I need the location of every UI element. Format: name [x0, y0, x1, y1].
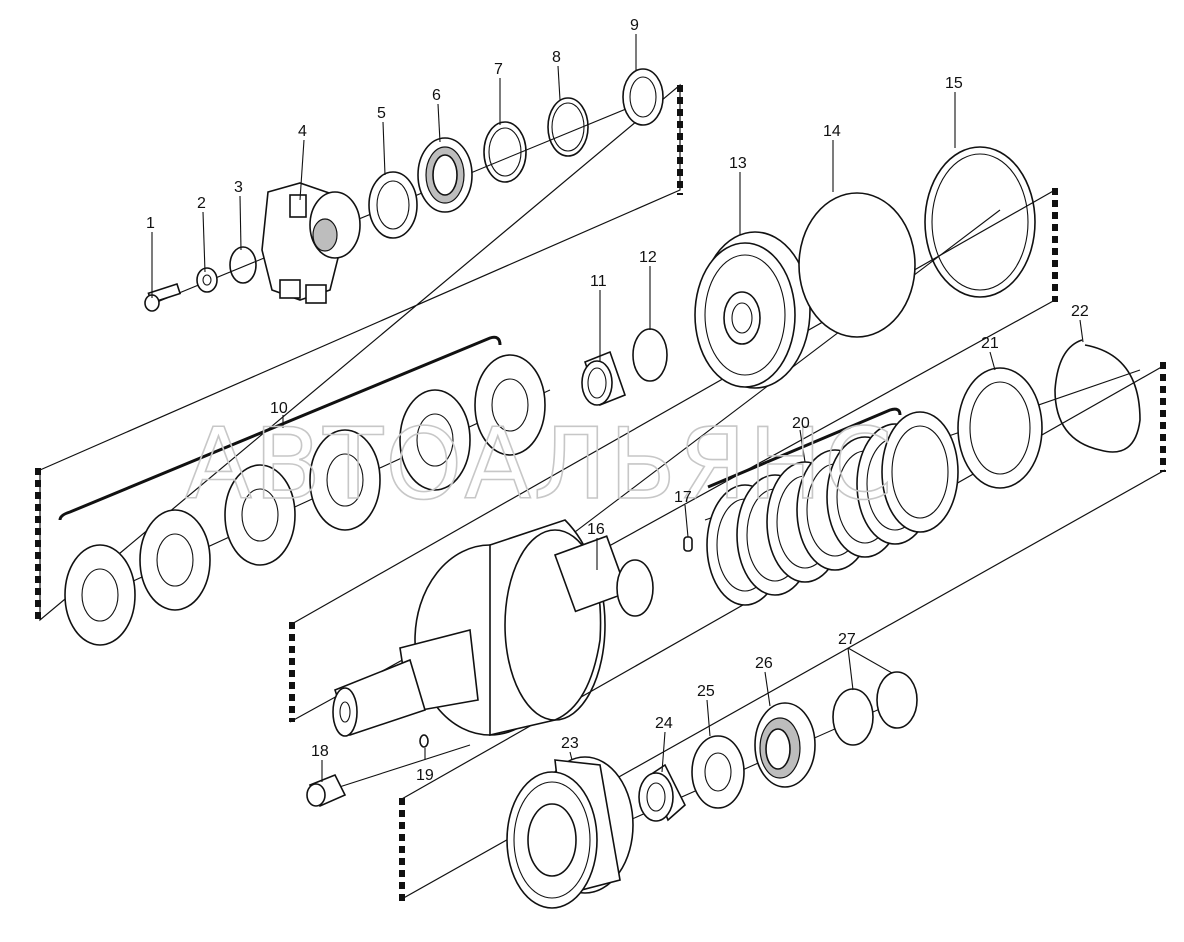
- part-9-seal-ring: [622, 68, 664, 126]
- callout-8: 8: [552, 49, 561, 66]
- part-1-bolt: [144, 282, 182, 312]
- callout-15: 15: [945, 75, 963, 92]
- callout-2: 2: [197, 195, 206, 212]
- callout-26: 26: [755, 655, 773, 672]
- callout-1: 1: [146, 215, 155, 232]
- callout-11: 11: [590, 273, 607, 290]
- part-18-plug: [306, 773, 347, 808]
- callout-7: 7: [494, 61, 503, 78]
- part-2-washer: [196, 267, 218, 293]
- part-22-snap-ring: [1054, 339, 1141, 453]
- part-19-ball: [419, 734, 429, 748]
- callout-18: 18: [311, 743, 329, 760]
- part-27-shims: [832, 671, 918, 746]
- callout-20: 20: [792, 415, 810, 432]
- watermark-text: АВТОАЛЬЯНС: [185, 408, 894, 522]
- callout-24: 24: [655, 715, 673, 732]
- callout-12: 12: [639, 249, 657, 266]
- callout-9: 9: [630, 17, 639, 34]
- callout-22: 22: [1071, 303, 1089, 320]
- callout-4: 4: [298, 123, 307, 140]
- part-8-ring: [547, 97, 589, 157]
- callout-21: 21: [981, 335, 999, 352]
- callout-25: 25: [697, 683, 715, 700]
- part-13-piston: [694, 231, 811, 389]
- part-26-ball-bearing: [754, 702, 816, 788]
- callout-14: 14: [823, 123, 841, 140]
- part-16-clutch-drum: [332, 519, 654, 737]
- callout-10: 10: [270, 400, 288, 417]
- callout-3: 3: [234, 179, 243, 196]
- part-21-pressure-plate: [957, 367, 1043, 489]
- part-7-snap-ring: [483, 121, 527, 183]
- part-6-bearing: [417, 137, 473, 213]
- callout-19: 19: [416, 767, 434, 784]
- part-12-o-ring: [632, 328, 668, 382]
- part-23-gear: [506, 756, 634, 909]
- callout-27: 27: [838, 631, 856, 648]
- part-4-yoke-flange: [261, 182, 361, 304]
- callout-17: 17: [674, 489, 692, 506]
- part-25-thrust-washer: [691, 735, 745, 809]
- part-17-pin: [683, 536, 693, 552]
- part-15-ring: [924, 146, 1036, 298]
- part-3-o-ring: [229, 246, 257, 284]
- callout-16: 16: [587, 521, 605, 538]
- leader-lines: [151, 34, 1084, 782]
- part-14-disc: [798, 192, 916, 338]
- part-20-clutch-plates: [706, 407, 959, 606]
- part-10-washer-set: [58, 335, 546, 646]
- callout-6: 6: [432, 87, 441, 104]
- callout-13: 13: [729, 155, 747, 172]
- callout-labels: 1 2 3 4 5 6 7 8 9 10 11 12 13 14 15 16 1…: [146, 17, 1089, 784]
- frame-group-a: [35, 83, 683, 622]
- part-24-needle-bearing: [638, 763, 686, 822]
- callout-5: 5: [377, 105, 386, 122]
- callout-23: 23: [561, 735, 579, 752]
- part-11-bushing: [581, 350, 627, 407]
- part-5-seal: [368, 171, 418, 239]
